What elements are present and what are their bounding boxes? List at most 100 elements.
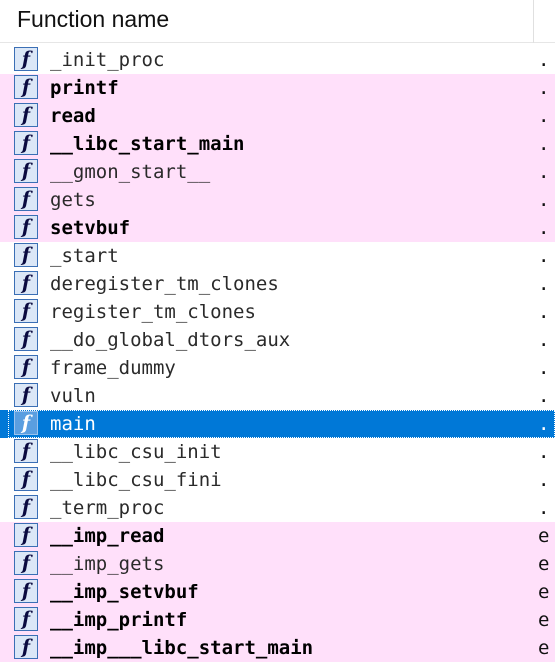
function-row[interactable]: f __imp___libc_start_main e xyxy=(0,634,555,662)
function-row[interactable]: f __libc_csu_fini. xyxy=(0,466,555,494)
function-icon-glyph: f xyxy=(21,48,31,70)
function-row[interactable]: f __libc_csu_init. xyxy=(0,438,555,466)
function-name[interactable]: deregister_tm_clones xyxy=(50,273,279,295)
function-icon-glyph: f xyxy=(21,328,31,350)
function-name[interactable]: _init_proc xyxy=(50,49,165,71)
function-name[interactable]: __gmon_start__ xyxy=(50,161,211,183)
segment-column-cell: . xyxy=(538,469,550,491)
function-icon-glyph: f xyxy=(21,188,31,210)
column-header[interactable]: Function name xyxy=(0,0,555,43)
function-icon: f xyxy=(14,439,38,463)
function-icon: f xyxy=(14,523,38,547)
function-name[interactable]: _start xyxy=(50,245,119,267)
function-name[interactable]: _term_proc xyxy=(50,497,165,519)
function-icon-glyph: f xyxy=(21,524,31,546)
segment-column-cell: . xyxy=(538,441,550,463)
function-name[interactable]: __imp_setvbuf xyxy=(50,581,199,603)
function-name[interactable]: __libc_csu_fini xyxy=(50,469,222,491)
segment-column-cell: . xyxy=(538,189,550,211)
function-icon: f xyxy=(14,327,38,351)
function-icon: f xyxy=(14,215,38,239)
function-icon-glyph: f xyxy=(21,216,31,238)
function-row[interactable]: f_term_proc. xyxy=(0,494,555,522)
function-icon: f xyxy=(14,551,38,575)
function-name[interactable]: __libc_csu_init xyxy=(50,441,222,463)
function-name[interactable]: read xyxy=(50,105,96,127)
function-icon: f xyxy=(14,411,38,435)
function-icon-glyph: f xyxy=(21,356,31,378)
function-icon: f xyxy=(14,467,38,491)
function-icon-glyph: f xyxy=(21,580,31,602)
segment-column-cell: . xyxy=(538,385,550,407)
column-divider[interactable] xyxy=(533,0,534,43)
column-header-function-name[interactable]: Function name xyxy=(17,6,170,32)
segment-column-cell: . xyxy=(538,413,550,435)
function-icon: f xyxy=(14,299,38,323)
function-icon: f xyxy=(14,187,38,211)
segment-column-cell: . xyxy=(538,329,550,351)
function-name[interactable]: main xyxy=(50,413,96,435)
segment-column-cell: . xyxy=(538,105,550,127)
function-name[interactable]: __libc_start_main xyxy=(50,133,245,155)
function-icon-glyph: f xyxy=(21,636,31,658)
segment-column-cell: . xyxy=(538,273,550,295)
function-row[interactable]: f __do_global_dtors_aux. xyxy=(0,326,555,354)
function-name[interactable]: __imp___libc_start_main xyxy=(50,637,314,659)
function-icon-glyph: f xyxy=(21,160,31,182)
function-icon-glyph: f xyxy=(21,272,31,294)
function-row[interactable]: f register_tm_clones. xyxy=(0,298,555,326)
function-row[interactable]: f deregister_tm_clones. xyxy=(0,270,555,298)
function-name[interactable]: vuln xyxy=(50,385,96,407)
function-row[interactable]: f__gmon_start__. xyxy=(0,158,555,186)
segment-column-cell: . xyxy=(538,357,550,379)
function-name[interactable]: __imp_printf xyxy=(50,609,188,631)
segment-column-cell: . xyxy=(538,301,550,323)
function-name[interactable]: gets xyxy=(50,189,96,211)
function-name[interactable]: frame_dummy xyxy=(50,357,176,379)
function-icon: f xyxy=(14,607,38,631)
function-row[interactable]: f __imp_read e xyxy=(0,522,555,550)
function-row[interactable]: f_init_proc. xyxy=(0,46,555,74)
function-name[interactable]: setvbuf xyxy=(50,217,131,239)
function-icon-glyph: f xyxy=(21,552,31,574)
function-icon: f xyxy=(14,47,38,71)
function-name[interactable]: __do_global_dtors_aux xyxy=(50,329,291,351)
function-name[interactable]: printf xyxy=(50,77,119,99)
function-icon-glyph: f xyxy=(21,496,31,518)
function-icon-glyph: f xyxy=(21,104,31,126)
function-name[interactable]: register_tm_clones xyxy=(50,301,256,323)
function-row[interactable]: f_start. xyxy=(0,242,555,270)
function-name[interactable]: __imp_read xyxy=(50,525,165,547)
function-icon: f xyxy=(14,271,38,295)
segment-column-cell: e xyxy=(538,525,550,547)
segment-column-cell: . xyxy=(538,217,550,239)
function-icon: f xyxy=(14,383,38,407)
segment-column-cell: . xyxy=(538,77,550,99)
function-icon: f xyxy=(14,75,38,99)
function-icon-glyph: f xyxy=(21,244,31,266)
function-icon-glyph: f xyxy=(21,412,31,434)
function-icon-glyph: f xyxy=(21,132,31,154)
function-row[interactable]: f frame_dummy. xyxy=(0,354,555,382)
function-icon: f xyxy=(14,355,38,379)
function-name[interactable]: __imp_gets xyxy=(50,553,165,575)
function-icon: f xyxy=(14,243,38,267)
function-row[interactable]: f__libc_start_main. xyxy=(0,130,555,158)
function-icon: f xyxy=(14,495,38,519)
function-row[interactable]: f setvbuf. xyxy=(0,214,555,242)
function-icon-glyph: f xyxy=(21,384,31,406)
function-icon-glyph: f xyxy=(21,468,31,490)
function-icon: f xyxy=(14,131,38,155)
segment-column-cell: e xyxy=(538,637,550,659)
function-icon-glyph: f xyxy=(21,76,31,98)
